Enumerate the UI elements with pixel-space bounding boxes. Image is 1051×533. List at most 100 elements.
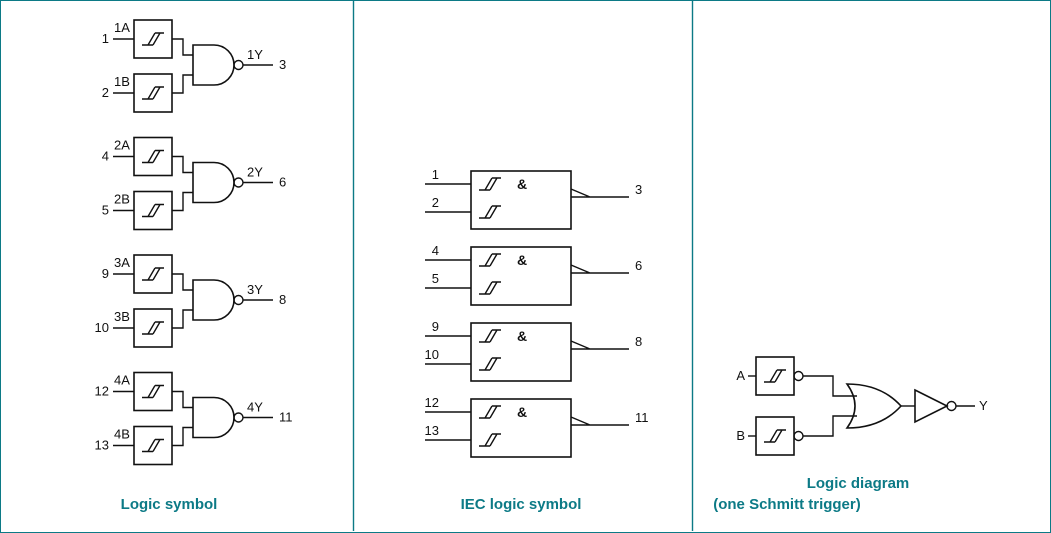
inverted-output-wire bbox=[570, 416, 629, 426]
and-function-label: & bbox=[517, 176, 527, 192]
hysteresis-icon bbox=[478, 177, 502, 191]
logic-symbol-gate-1: 1 1A 2 1B 1Y 3 bbox=[102, 20, 286, 112]
panel-divider bbox=[352, 1, 694, 531]
pin-number: 9 bbox=[432, 319, 439, 334]
right-panel-caption-line1: Logic diagram bbox=[807, 475, 910, 492]
schmitt-trigger-box bbox=[134, 20, 172, 58]
schmitt-trigger-box bbox=[134, 138, 172, 176]
pin-number: 2 bbox=[432, 195, 439, 210]
wire bbox=[172, 155, 193, 212]
wire bbox=[803, 375, 857, 397]
iec-gate-2: 4 5 & 6 bbox=[425, 243, 642, 306]
wire bbox=[172, 38, 193, 94]
output-y-label: Y bbox=[979, 398, 988, 413]
inverted-output-wire bbox=[570, 264, 629, 274]
output-label: 1Y bbox=[247, 47, 263, 62]
input-label: 1B bbox=[114, 74, 130, 89]
schmitt-trigger-box bbox=[134, 309, 172, 347]
pin-number: 9 bbox=[102, 266, 109, 281]
schmitt-trigger-box bbox=[134, 373, 172, 411]
pin-number: 5 bbox=[102, 203, 109, 218]
pin-number: 13 bbox=[425, 423, 439, 438]
pin-number: 8 bbox=[635, 334, 642, 349]
schmitt-trigger-box bbox=[756, 357, 794, 395]
schmitt-trigger-box bbox=[134, 74, 172, 112]
iec-logic-symbol-panel: 1 2 & 3 4 5 & 6 9 10 bbox=[425, 167, 649, 513]
iec-gate-1: 1 2 & 3 bbox=[425, 167, 642, 230]
output-label: 4Y bbox=[247, 400, 263, 415]
pin-number: 1 bbox=[102, 31, 109, 46]
pin-number: 6 bbox=[635, 258, 642, 273]
hysteresis-icon bbox=[478, 205, 502, 219]
logic-symbol-gate-2: 4 2A 5 2B 2Y 6 bbox=[102, 138, 286, 230]
inverter-triangle bbox=[914, 388, 949, 424]
pin-number: 5 bbox=[432, 271, 439, 286]
pin-number: 8 bbox=[279, 292, 286, 307]
pin-number: 4 bbox=[432, 243, 439, 258]
and-function-label: & bbox=[517, 252, 527, 268]
logic-symbol-gate-3: 9 3A 10 3B 3Y 8 bbox=[95, 255, 286, 347]
iec-gate-4: 12 13 & 11 bbox=[425, 395, 649, 458]
iec-gate-3: 9 10 & 8 bbox=[425, 319, 642, 382]
wire bbox=[172, 273, 193, 329]
and-function-label: & bbox=[517, 328, 527, 344]
iec-gate-box bbox=[470, 398, 572, 458]
input-label: 4B bbox=[114, 427, 130, 442]
logic-symbol-gate-4: 12 4A 13 4B 4Y 11 bbox=[95, 373, 293, 465]
output-label: 2Y bbox=[247, 165, 263, 180]
pin-number: 13 bbox=[95, 438, 109, 453]
input-label: 1A bbox=[114, 20, 130, 35]
and-function-label: & bbox=[517, 404, 527, 420]
input-label: 4A bbox=[114, 373, 130, 388]
hysteresis-icon bbox=[478, 253, 502, 267]
input-label: 3B bbox=[114, 309, 130, 324]
iec-gate-box bbox=[470, 170, 572, 230]
output-label: 3Y bbox=[247, 282, 263, 297]
input-label: 3A bbox=[114, 255, 130, 270]
schmitt-trigger-box bbox=[134, 192, 172, 230]
pin-number: 12 bbox=[95, 384, 109, 399]
inverted-output-wire bbox=[570, 188, 629, 198]
logic-diagram-panel: A B Y Logic diagram (one Schmitt trigger… bbox=[713, 357, 988, 513]
inversion-bubble bbox=[793, 430, 804, 442]
input-a-label: A bbox=[736, 368, 745, 383]
hysteresis-icon bbox=[478, 357, 502, 371]
pin-number: 4 bbox=[102, 149, 109, 164]
nand-gate bbox=[192, 44, 244, 86]
logic-symbol-panel: 1 1A 2 1B 1Y 3 4 2A 5 2B 2 bbox=[95, 20, 293, 513]
schmitt-trigger-box bbox=[134, 427, 172, 465]
pin-number: 11 bbox=[635, 410, 649, 425]
pin-number: 11 bbox=[279, 410, 293, 425]
hysteresis-icon bbox=[478, 281, 502, 295]
hysteresis-icon bbox=[478, 433, 502, 447]
nand-gate bbox=[192, 396, 244, 439]
schmitt-trigger-box bbox=[756, 417, 794, 455]
pin-number: 6 bbox=[279, 175, 286, 190]
inverted-output-wire bbox=[570, 340, 629, 350]
input-label: 2A bbox=[114, 138, 130, 153]
wire bbox=[803, 415, 857, 437]
or-gate bbox=[845, 383, 903, 429]
right-panel-caption-line2: (one Schmitt trigger) bbox=[713, 496, 861, 513]
input-label: 2B bbox=[114, 192, 130, 207]
pin-number: 12 bbox=[425, 395, 439, 410]
hysteresis-icon bbox=[478, 405, 502, 419]
nand-gate bbox=[192, 279, 244, 321]
schmitt-trigger-box bbox=[134, 255, 172, 293]
pin-number: 1 bbox=[432, 167, 439, 182]
pin-number: 10 bbox=[95, 320, 109, 335]
middle-panel-caption: IEC logic symbol bbox=[461, 496, 582, 513]
pin-number: 10 bbox=[425, 347, 439, 362]
inversion-bubble bbox=[793, 370, 804, 382]
pin-number: 2 bbox=[102, 85, 109, 100]
hysteresis-icon bbox=[478, 329, 502, 343]
iec-gate-box bbox=[470, 246, 572, 306]
wire bbox=[172, 390, 193, 447]
input-b-label: B bbox=[736, 428, 745, 443]
iec-gate-box bbox=[470, 322, 572, 382]
nand-gate bbox=[192, 161, 244, 204]
left-panel-caption: Logic symbol bbox=[121, 496, 218, 513]
pin-number: 3 bbox=[635, 182, 642, 197]
